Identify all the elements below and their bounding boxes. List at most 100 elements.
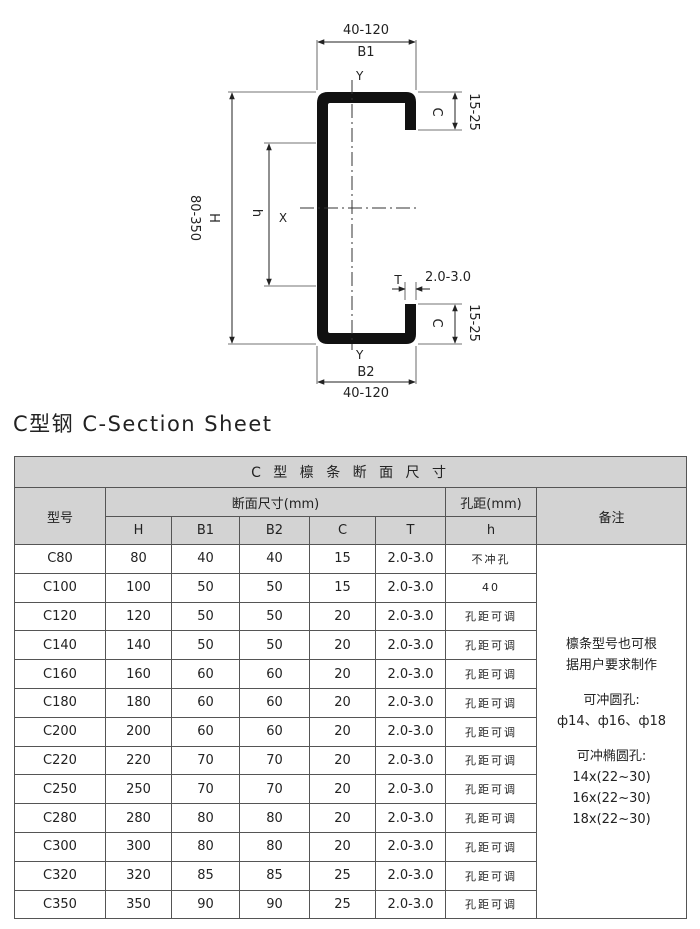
remark-line2: 据用户要求制作: [566, 657, 658, 673]
cell-t: 2.0-3.0: [375, 572, 446, 603]
cell-b1: 90: [171, 889, 240, 920]
cell-b1: 80: [171, 831, 240, 862]
cell-b2: 50: [239, 572, 310, 603]
cell-hole: 不冲孔: [445, 544, 537, 574]
cell-hole: 40: [445, 572, 537, 603]
cell-c: 20: [309, 687, 376, 718]
cell-hole: 孔距可调: [445, 774, 537, 805]
cell-t: 2.0-3.0: [375, 601, 446, 632]
cell-c: 15: [309, 572, 376, 603]
b2-range-label: 40-120: [343, 386, 389, 401]
subcolumn-h: H: [105, 516, 172, 545]
cell-c: 15: [309, 544, 376, 574]
cell-c: 20: [309, 716, 376, 747]
cell-model: C350: [14, 889, 106, 920]
thickness-t-label: T: [393, 273, 402, 287]
cell-c: 25: [309, 860, 376, 891]
cell-b2: 50: [239, 601, 310, 632]
cell-t: 2.0-3.0: [375, 659, 446, 689]
cell-t: 2.0-3.0: [375, 630, 446, 661]
remark-spacer: [538, 676, 686, 690]
cell-b2: 85: [239, 860, 310, 891]
cell-b1: 60: [171, 659, 240, 689]
remark-line3: 可冲圆孔:: [583, 692, 640, 708]
c-section-diagram: 40-120 B1 Y Y B2 40-120 80-350 H h X C 1…: [187, 23, 481, 401]
cell-t: 2.0-3.0: [375, 687, 446, 718]
cell-model: C280: [14, 803, 106, 833]
cell-b1: 60: [171, 716, 240, 747]
cell-b1: 40: [171, 544, 240, 574]
cell-hole: 孔距可调: [445, 716, 537, 747]
cell-c: 20: [309, 774, 376, 805]
cell-model: C100: [14, 572, 106, 603]
cell-t: 2.0-3.0: [375, 803, 446, 833]
cell-hole: 孔距可调: [445, 889, 537, 920]
cell-model: C80: [14, 544, 106, 574]
bottom-lip-c-label: C: [429, 318, 444, 327]
b1-range-label: 40-120: [343, 23, 389, 38]
top-lip-c-label: C: [429, 107, 444, 116]
cell-model: C320: [14, 860, 106, 891]
cell-t: 2.0-3.0: [375, 889, 446, 920]
thickness-range-label: 2.0-3.0: [425, 270, 471, 285]
cell-h: 300: [105, 831, 172, 862]
cell-c: 20: [309, 630, 376, 661]
y-axis-top-label: Y: [355, 69, 364, 83]
cell-b1: 50: [171, 572, 240, 603]
cell-h: 140: [105, 630, 172, 661]
cell-h: 280: [105, 803, 172, 833]
subcolumn-b1: B1: [171, 516, 240, 545]
cell-h: 200: [105, 716, 172, 747]
column-model: 型号: [14, 487, 106, 545]
subcolumn-c: C: [309, 516, 376, 545]
top-lip-range-label: 15-25: [466, 93, 481, 131]
cell-t: 2.0-3.0: [375, 860, 446, 891]
bottom-lip-range-label: 15-25: [466, 304, 481, 342]
cell-t: 2.0-3.0: [375, 544, 446, 574]
subcolumn-t: T: [375, 516, 446, 545]
cell-h: 120: [105, 601, 172, 632]
cell-h: 320: [105, 860, 172, 891]
remark-spacer: [538, 732, 686, 746]
cell-c: 25: [309, 889, 376, 920]
cell-c: 20: [309, 601, 376, 632]
cell-b1: 50: [171, 601, 240, 632]
cell-b2: 60: [239, 659, 310, 689]
column-remark: 备注: [535, 487, 688, 545]
y-axis-bottom-label: Y: [355, 348, 364, 362]
cell-c: 20: [309, 659, 376, 689]
cell-b1: 80: [171, 803, 240, 833]
cell-b2: 90: [239, 889, 310, 920]
cell-hole: 孔距可调: [445, 687, 537, 718]
cell-h: 160: [105, 659, 172, 689]
cell-c: 20: [309, 831, 376, 862]
cell-hole: 孔距可调: [445, 831, 537, 862]
cell-b2: 70: [239, 774, 310, 805]
cell-b2: 60: [239, 716, 310, 747]
cell-model: C160: [14, 659, 106, 689]
cell-b2: 80: [239, 831, 310, 862]
cell-model: C220: [14, 745, 106, 776]
b2-label: B2: [357, 365, 374, 380]
cell-b2: 80: [239, 803, 310, 833]
cell-h: 350: [105, 889, 172, 920]
cell-c: 20: [309, 803, 376, 833]
cell-h: 80: [105, 544, 172, 574]
subcolumn-hole-h: h: [445, 516, 537, 545]
cell-model: C200: [14, 716, 106, 747]
cell-hole: 孔距可调: [445, 630, 537, 661]
cell-model: C250: [14, 774, 106, 805]
cell-t: 2.0-3.0: [375, 745, 446, 776]
cell-b1: 85: [171, 860, 240, 891]
subcolumn-b2: B2: [239, 516, 310, 545]
cell-hole: 孔距可调: [445, 601, 537, 632]
